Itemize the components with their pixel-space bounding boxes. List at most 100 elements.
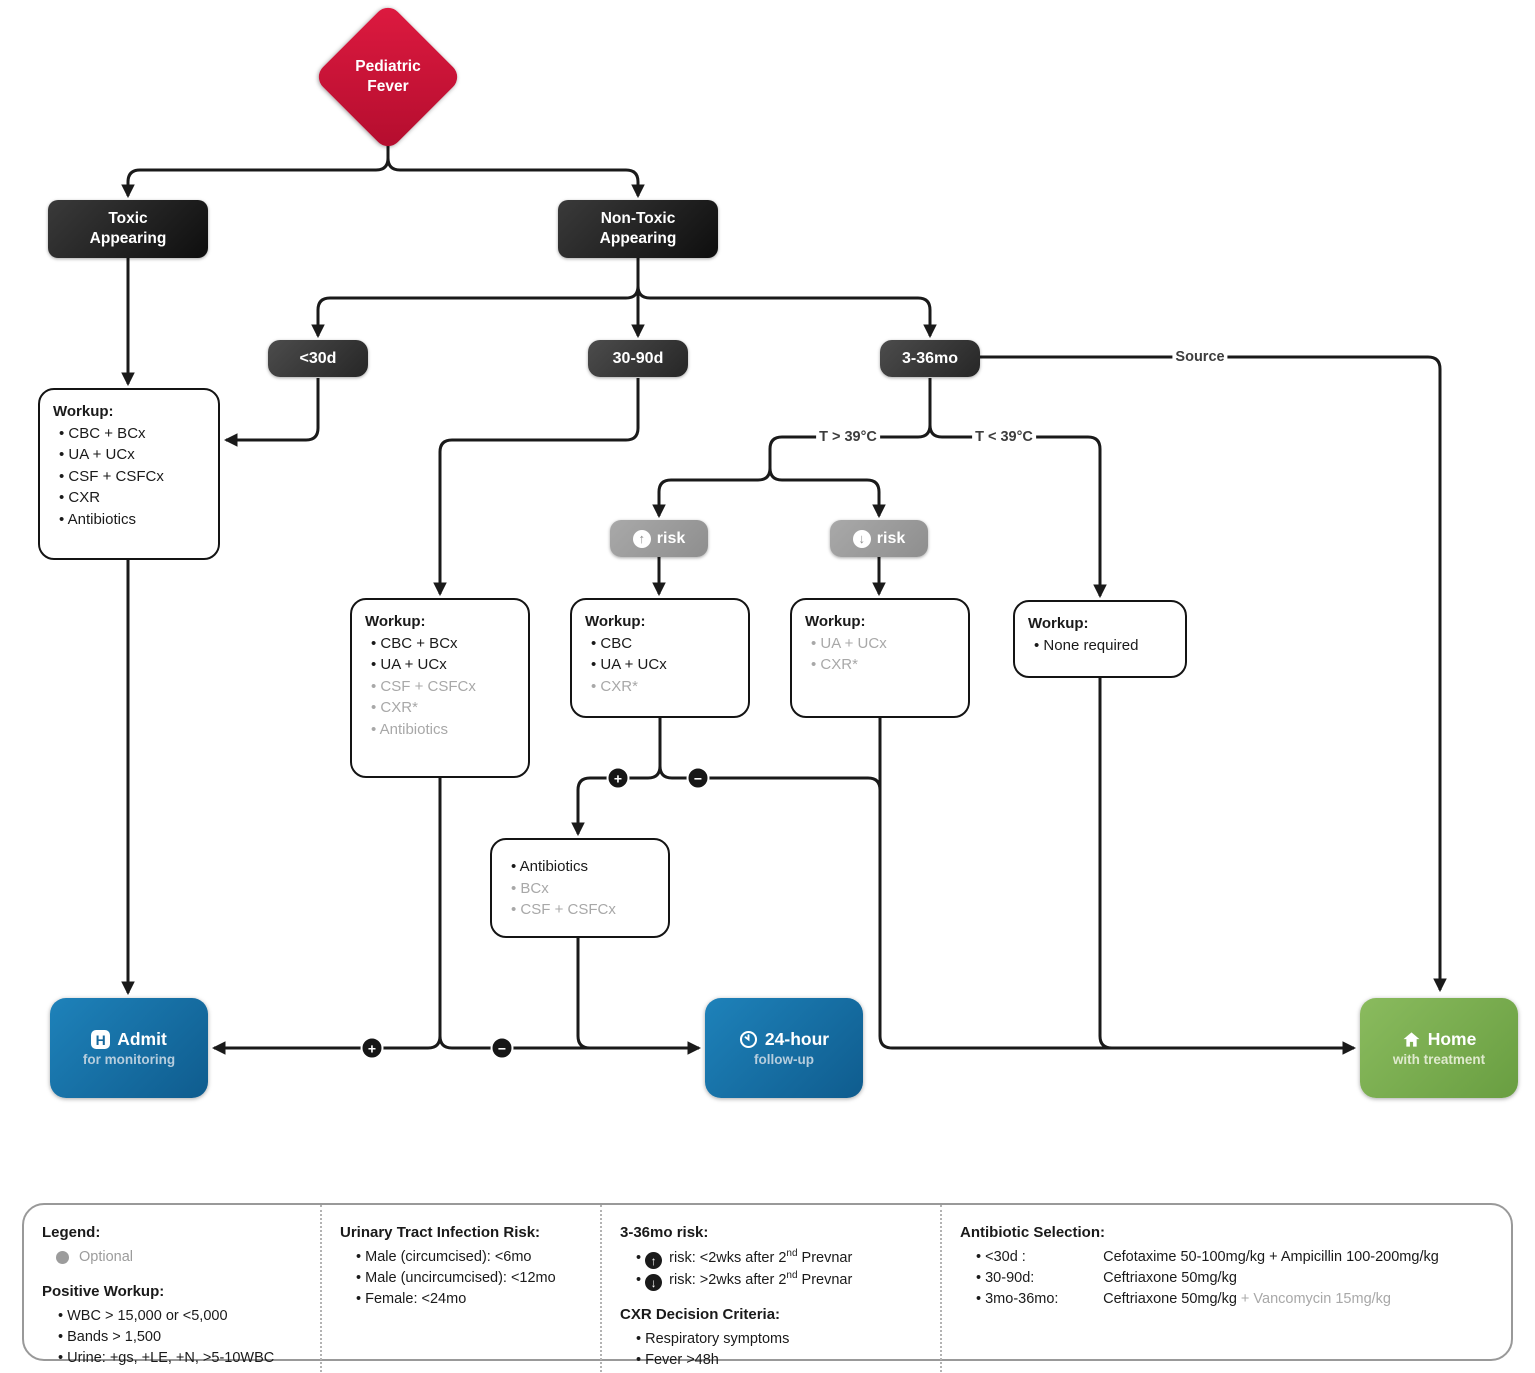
- workup-item: CXR: [59, 487, 210, 509]
- edge-3090-workup: [433, 378, 640, 597]
- workup-item: CBC + BCx: [371, 633, 520, 655]
- legend-panel: Legend: Optional Positive Workup: WBC > …: [22, 1203, 1513, 1373]
- antibiotic-row: 3mo-36mo:Ceftriaxone 50mg/kg + Vancomyci…: [974, 1289, 1505, 1310]
- optional-label: Optional: [79, 1248, 134, 1265]
- workup-item: CBC + BCx: [59, 423, 210, 445]
- workup-low-risk-box: Workup: UA + UCx CXR*: [790, 598, 970, 718]
- workup-item-optional: CXR*: [591, 676, 740, 698]
- risk-item-text: Prevnar: [797, 1271, 853, 1288]
- uti-risk-title: Urinary Tract Infection Risk:: [340, 1224, 541, 1241]
- workup-item: Antibiotics: [511, 856, 660, 878]
- legend-item: Bands > 1,500: [56, 1327, 314, 1348]
- workup-title: Workup:: [805, 613, 866, 630]
- age-30-90d-node: 30-90d: [588, 340, 688, 377]
- antibiotic-drug: Ceftriaxone 50mg/kg: [1103, 1269, 1237, 1286]
- admit-title: Admit: [117, 1029, 167, 1049]
- edge-336-source-home: [980, 355, 1447, 993]
- home-subtitle: with treatment: [1392, 1052, 1486, 1067]
- risk-item-text: risk: >2wks after 2: [669, 1271, 787, 1288]
- legend-item: Fever >48h: [634, 1350, 934, 1371]
- antibiotic-age: 3mo-36mo:: [985, 1290, 1059, 1307]
- workup-item: UA + UCx: [371, 654, 520, 676]
- antibiotic-age: 30-90d:: [985, 1269, 1035, 1286]
- legend-item: Female: <24mo: [354, 1289, 594, 1310]
- edge-antibiotics-merge: [576, 938, 591, 1050]
- workup-title: Workup:: [53, 403, 114, 420]
- home-title: Home: [1427, 1029, 1477, 1049]
- high-risk-label: risk: [656, 529, 686, 547]
- legend-item: Male (uncircumcised): <12mo: [354, 1268, 594, 1289]
- high-risk-node: ↑ risk: [610, 520, 708, 557]
- risk-item-text: risk: <2wks after 2: [669, 1249, 787, 1266]
- workup-item: CBC: [591, 633, 740, 655]
- workup-item: CSF + CSFCx: [59, 466, 210, 488]
- minus-badge-icon: −: [490, 1036, 514, 1060]
- pediatric-fever-label: Pediatric Fever: [355, 57, 421, 95]
- down-arrow-circle-icon: ↓: [645, 1274, 663, 1292]
- admit-subtitle: for monitoring: [82, 1052, 176, 1067]
- home-node: Home with treatment: [1360, 998, 1518, 1098]
- edge-fever-nontoxic: [386, 157, 645, 199]
- followup-subtitle: follow-up: [754, 1052, 814, 1067]
- edge-label-t-low: T < 39°C: [972, 429, 1036, 445]
- legend-item: Male (circumcised): <6mo: [354, 1247, 594, 1268]
- positive-workup-actions-box: Antibiotics BCx CSF + CSFCx: [490, 838, 670, 938]
- edge-336-tlow-none: [928, 378, 1107, 599]
- edge-label-t-high: T > 39°C: [816, 429, 880, 445]
- antibiotic-age: <30d :: [985, 1248, 1026, 1265]
- workup-high-risk-box: Workup: CBC UA + UCx CXR*: [570, 598, 750, 718]
- edge-3090workup-admit: [211, 778, 442, 1055]
- plus-badge-icon: +: [606, 766, 630, 790]
- admit-node: H Admit for monitoring: [50, 998, 208, 1098]
- edge-nontoxic-lt30: [311, 285, 640, 339]
- edge-336-thigh-riskup: [652, 378, 932, 519]
- workup-item-optional: UA + UCx: [811, 633, 960, 655]
- followup-node: 24-hour follow-up: [705, 998, 863, 1098]
- edge-noneworkup-merge: [1098, 678, 1113, 1050]
- antibiotic-drug: Cefotaxime 50-100mg/kg: [1103, 1248, 1266, 1265]
- antibiotic-row: 30-90d: Ceftriaxone 50mg/kg: [974, 1268, 1505, 1289]
- workup-item-optional: CXR*: [811, 654, 960, 676]
- workup-item-optional: CSF + CSFCx: [371, 676, 520, 698]
- pediatric-fever-node: Pediatric Fever: [313, 2, 463, 152]
- workup-item-optional: Antibiotics: [371, 719, 520, 741]
- plus-badge-icon: +: [360, 1036, 384, 1060]
- flow-connectors: [121, 138, 1447, 1055]
- non-toxic-appearing-node: Non-Toxic Appearing: [558, 200, 718, 258]
- workup-title: Workup:: [585, 613, 646, 630]
- cxr-criteria-title: CXR Decision Criteria:: [620, 1306, 781, 1324]
- positive-workup-title: Positive Workup:: [42, 1282, 165, 1300]
- low-risk-node: ↓ risk: [830, 520, 928, 557]
- legend-title: Legend:: [42, 1224, 101, 1241]
- edge-thigh-riskdown: [768, 467, 886, 519]
- workup-toxic-box: Workup: CBC + BCx UA + UCx CSF + CSFCx C…: [38, 388, 220, 560]
- workup-title: Workup:: [365, 613, 426, 630]
- hospital-icon: H: [91, 1030, 111, 1049]
- risk-item-text: Prevnar: [797, 1249, 853, 1266]
- legend-item: Urine: +gs, +LE, +N, >5-10WBC: [56, 1348, 314, 1369]
- risk-item-sup: nd: [786, 1270, 798, 1282]
- risk-336-title: 3-36mo risk:: [620, 1224, 709, 1241]
- antibiotic-selection-title: Antibiotic Selection:: [960, 1224, 1106, 1241]
- toxic-appearing-node: Toxic Appearing: [48, 200, 208, 258]
- legend-item: WBC > 15,000 or <5,000: [56, 1306, 314, 1327]
- legend-column-uti-risk: Urinary Tract Infection Risk: Male (circ…: [322, 1205, 602, 1373]
- workup-item-optional: BCx: [511, 878, 660, 900]
- legend-optional-row: Optional: [56, 1247, 314, 1268]
- legend-column-antibiotics: Antibiotic Selection: <30d : Cefotaxime 5…: [942, 1205, 1511, 1373]
- up-arrow-circle-icon: ↑: [632, 529, 651, 548]
- up-arrow-circle-icon: ↑: [645, 1252, 663, 1270]
- workup-none-box: Workup: None required: [1013, 600, 1187, 678]
- legend-risk-item: ↑ risk: <2wks after 2nd Prevnar: [634, 1247, 934, 1270]
- legend-column-336-risk: 3-36mo risk: ↑ risk: <2wks after 2nd Pre…: [602, 1205, 942, 1373]
- age-lt-30d-node: <30d: [268, 340, 368, 377]
- workup-30-90d-box: Workup: CBC + BCx UA + UCx CSF + CSFCx C…: [350, 598, 530, 778]
- workup-item: None required: [1034, 635, 1177, 657]
- edge-3090workup-followup: [438, 1035, 702, 1055]
- edge-lt30-workup: [223, 378, 320, 447]
- minus-badge-icon: −: [686, 766, 710, 790]
- workup-title: Workup:: [1028, 615, 1089, 632]
- clock-icon: [739, 1030, 757, 1049]
- workup-item: UA + UCx: [591, 654, 740, 676]
